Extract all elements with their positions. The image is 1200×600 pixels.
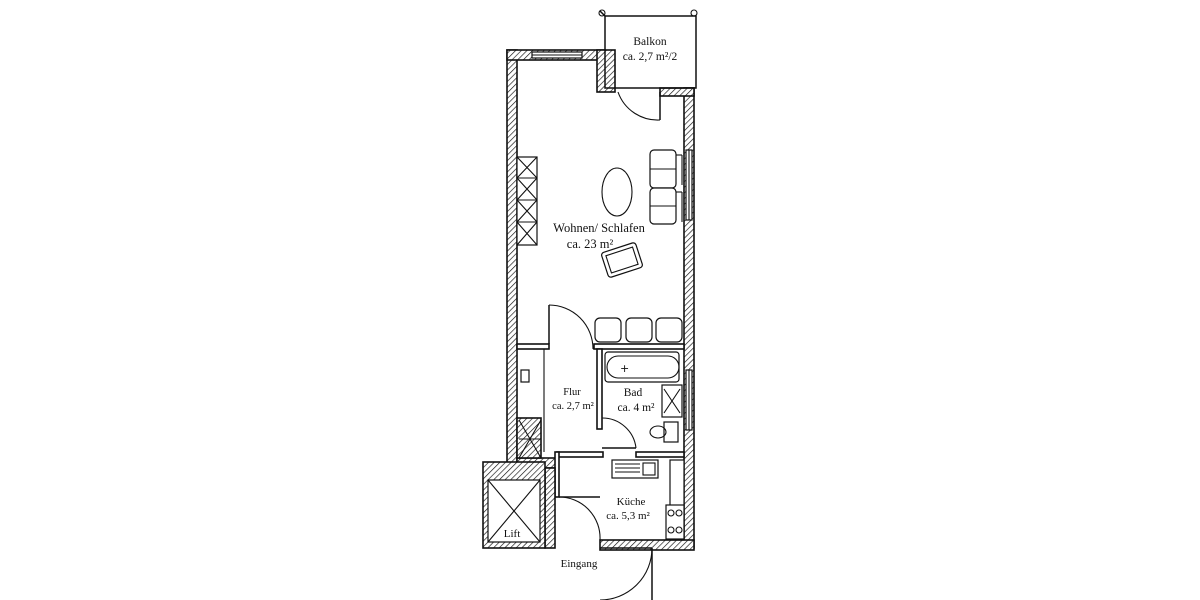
kitchen-door xyxy=(558,496,601,541)
living-door xyxy=(548,304,594,350)
balcony-door xyxy=(617,91,661,121)
bad-name: Bad xyxy=(624,387,643,399)
living-room: Wohnen/ Schlafen ca. 23 m² xyxy=(516,149,683,343)
right-windows xyxy=(685,149,693,431)
armchair xyxy=(601,242,643,278)
dining-table xyxy=(601,167,633,217)
entrance: Eingang xyxy=(561,547,653,600)
bathroom: + Bad ca. 4 m² xyxy=(601,351,683,449)
svg-text:+: + xyxy=(620,362,629,375)
kueche-area: ca. 5,3 m² xyxy=(606,510,650,522)
lift-name: Lift xyxy=(504,528,521,540)
wohnen-area: ca. 23 m² xyxy=(567,237,614,251)
kitchen: Küche ca. 5,3 m² xyxy=(606,459,685,541)
hallway: Flur ca. 2,7 m² xyxy=(518,369,594,459)
balkon-name: Balkon xyxy=(633,36,666,48)
flur-name: Flur xyxy=(563,387,581,398)
top-window xyxy=(531,51,583,59)
lift: Lift xyxy=(482,461,546,549)
balcony: Balkon ca. 2,7 m²/2 xyxy=(598,9,698,89)
wohnen-name: Wohnen/ Schlafen xyxy=(553,221,645,235)
balkon-area: ca. 2,7 m²/2 xyxy=(623,51,678,63)
kueche-name: Küche xyxy=(617,496,646,508)
flur-area: ca. 2,7 m² xyxy=(552,401,594,412)
bad-area: ca. 4 m² xyxy=(618,402,656,414)
entrance-label: Eingang xyxy=(561,558,598,570)
